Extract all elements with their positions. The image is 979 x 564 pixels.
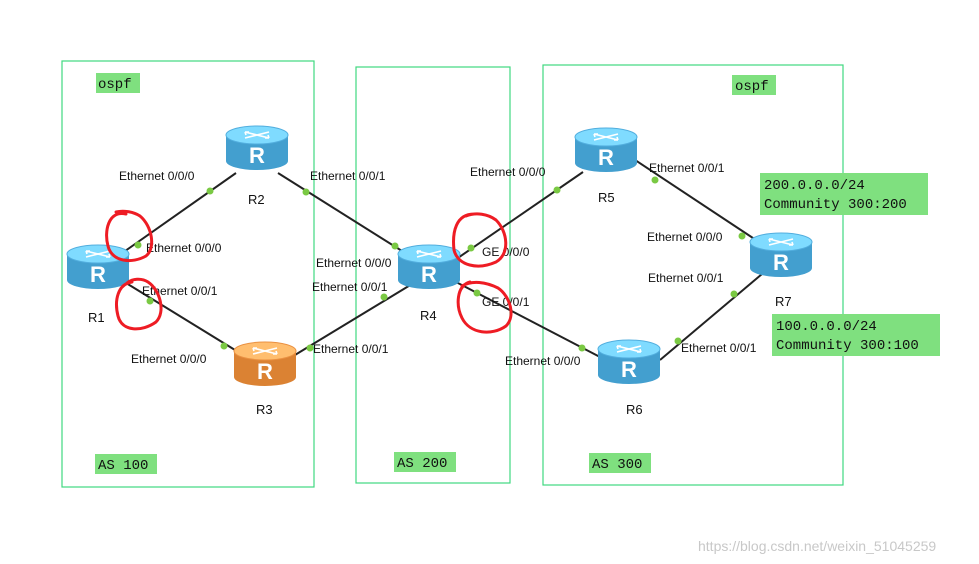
router-r4[interactable]: R [397,244,461,289]
router-arrows-icon [616,345,642,353]
port-label-r2-e000: Ethernet 0/0/0 [119,169,195,183]
link-r2-r4 [277,172,411,257]
router-arrows-icon [416,250,442,258]
route-community-100: Community 300:100 [776,338,919,354]
as100-tag-bg [95,454,157,474]
as300-tag: AS 300 [592,457,642,473]
port-label-r7-e000: Ethernet 0/0/0 [647,230,723,244]
router-r-glyph: R [257,359,273,384]
router-arrows-icon [768,238,794,246]
routers-layer: R R R R R R R [66,125,813,386]
as300-tag-bg [589,453,651,473]
route-prefix-100: 100.0.0.0/24 [776,319,877,335]
ospf-tag-as100-bg [96,73,140,93]
router-body [575,137,637,172]
port-dot-r6-e000 [578,344,586,352]
annotation-circle-r1-e000 [105,209,154,263]
router-label-r7: R7 [775,294,792,309]
route-community-200: Community 300:200 [764,197,907,213]
route-box-100-bg [772,314,940,356]
port-label-r7-e001: Ethernet 0/0/1 [648,271,724,285]
ospf-tag-as300: ospf [735,79,769,95]
router-r-glyph: R [598,145,614,170]
router-r3[interactable]: R [233,341,297,386]
port-dot-r4-e000 [391,242,399,250]
port-label-r1-e000: Ethernet 0/0/0 [146,241,222,255]
port-dot-r3-e001 [306,344,314,352]
router-arrows-icon [85,250,111,258]
annotation-circle-r4-ge001 [456,280,513,334]
router-body [750,242,812,277]
router-arrows-icon [244,131,270,139]
annotation-circle-r1-e001 [115,277,163,331]
port-label-r1-e001: Ethernet 0/0/1 [142,284,218,298]
annotation-circle-r4-ge000 [452,212,508,268]
route-box-200-bg [760,173,928,215]
port-dot-r4-ge001 [473,289,481,297]
port-dot-r7-e001 [730,290,738,298]
router-r-glyph: R [773,250,789,275]
router-body [226,135,288,170]
router-r2[interactable]: R [225,125,289,170]
port-dot-r3-e000 [220,342,228,350]
router-label-r5: R5 [598,190,615,205]
router-r-glyph: R [90,262,106,287]
router-r-glyph: R [621,357,637,382]
router-label-r4: R4 [420,308,437,323]
router-label-r3: R3 [256,402,273,417]
router-label-r1: R1 [88,310,105,325]
router-r5[interactable]: R [574,127,638,172]
router-body [67,254,129,289]
port-label-r6-e001: Ethernet 0/0/1 [681,341,757,355]
port-label-r3-e001: Ethernet 0/0/1 [313,342,389,356]
as200-tag-bg [394,452,456,472]
port-dot-r7-e000 [738,232,746,240]
router-arrows-icon [593,133,619,141]
router-body [398,254,460,289]
port-dot-r5-e000 [553,186,561,194]
link-r5-r7 [631,157,763,245]
link-r6-r7 [659,273,763,361]
as100-tag: AS 100 [98,458,148,474]
router-r1[interactable]: R [66,244,130,289]
port-dot-r6-e001 [674,337,682,345]
as200-tag: AS 200 [397,456,447,472]
router-body [598,349,660,384]
port-dots [134,176,746,352]
port-dot-r5-e001 [651,176,659,184]
router-label-r6: R6 [626,402,643,417]
port-dot-r2-e001 [302,188,310,196]
port-label-r4-ge001: GE 0/0/1 [482,295,530,309]
port-label-r2-e001: Ethernet 0/0/1 [310,169,386,183]
route-prefix-200: 200.0.0.0/24 [764,178,865,194]
router-body [234,351,296,386]
as100-boundary [61,60,315,488]
port-dot-r2-e000 [206,187,214,195]
router-r-glyph: R [249,143,265,168]
port-dot-r4-ge000 [467,244,475,252]
as200-boundary [355,66,511,484]
router-r6[interactable]: R [597,339,661,384]
ospf-tag-as300-bg [732,75,776,95]
router-arrows-icon [252,347,278,355]
port-dot-r1-e001 [146,297,154,305]
router-r-glyph: R [421,262,437,287]
router-r7[interactable]: R [749,232,813,277]
port-label-r5-e001: Ethernet 0/0/1 [649,161,725,175]
as300-boundary [542,64,844,486]
watermark: https://blog.csdn.net/weixin_51045259 [698,538,936,554]
ospf-tag-as100: ospf [98,77,132,93]
port-label-r5-e000: Ethernet 0/0/0 [470,165,546,179]
port-dot-r4-e001 [380,293,388,301]
port-label-r3-e000: Ethernet 0/0/0 [131,352,207,366]
port-label-r4-e001: Ethernet 0/0/1 [312,280,388,294]
port-dot-r1-e000 [134,241,142,249]
router-label-r2: R2 [248,192,265,207]
port-label-r4-e000: Ethernet 0/0/0 [316,256,392,270]
port-label-r6-e000: Ethernet 0/0/0 [505,354,581,368]
